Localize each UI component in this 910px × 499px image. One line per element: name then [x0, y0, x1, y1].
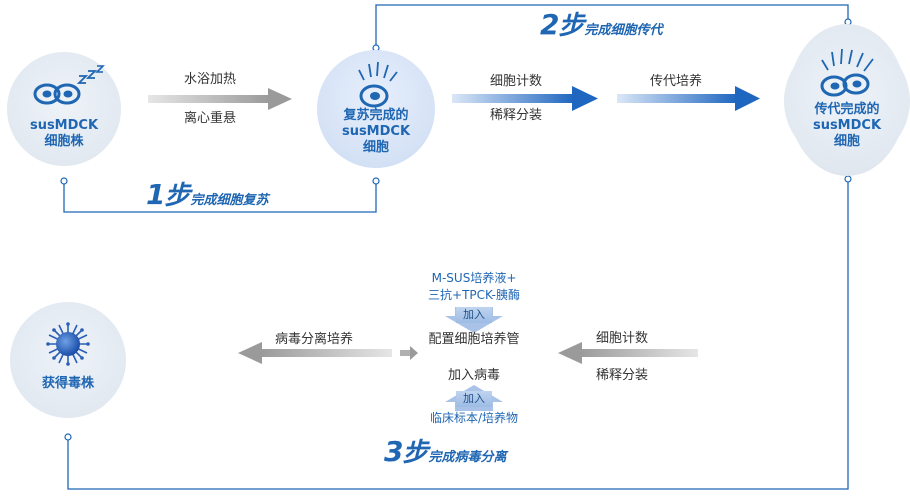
- arrow-3: [617, 86, 760, 111]
- revived-node-line3: 细胞: [362, 140, 389, 155]
- step3-caption: 完成病毒分离: [428, 450, 507, 465]
- culture-tube-label: 配置细胞培养管: [428, 332, 520, 347]
- step2-big: 步: [558, 11, 585, 41]
- virus-icon: [46, 322, 90, 366]
- step1-caption: 完成细胞复苏: [190, 193, 269, 208]
- active-cells-icon: [820, 48, 874, 97]
- add-badge-bottom: 加入: [456, 391, 492, 407]
- step1-bracket: [63, 181, 377, 213]
- start-node-line1: susMDCK: [29, 118, 99, 133]
- passaged-node-disc: 传代完成的 susMDCK 细胞: [784, 38, 910, 164]
- step1-dot-left: [60, 177, 68, 185]
- step2-title: 2步完成细胞传代: [540, 10, 663, 46]
- sample-label: 临床标本/培养物: [429, 411, 519, 425]
- step3-title: 3步完成病毒分离: [384, 437, 507, 473]
- waking-cell-icon: [358, 61, 398, 108]
- arrow2-bottom-label: 稀释分装: [489, 108, 543, 123]
- arrow4-bottom-label: 稀释分装: [595, 368, 649, 383]
- reagent-line2: 三抗+TPCK-胰酶: [428, 288, 520, 302]
- arrow-4: [558, 342, 698, 364]
- arrow2-top-label: 细胞计数: [489, 74, 543, 89]
- step3-dot-bottom: [64, 433, 72, 441]
- arrow-5: [238, 342, 392, 364]
- step2-number: 2: [540, 8, 560, 41]
- result-node-label: 获得毒株: [41, 376, 94, 391]
- passaged-node-line1: 传代完成的: [814, 102, 880, 117]
- start-node-line2: 细胞株: [44, 134, 84, 149]
- passaged-node-line3: 细胞: [833, 134, 860, 149]
- add-badge-top: 加入: [456, 307, 492, 323]
- step1-title: 1步完成细胞复苏: [146, 180, 269, 216]
- step3-number: 3: [384, 435, 404, 468]
- arrow-1: [148, 88, 292, 110]
- step1-big: 步: [164, 181, 191, 211]
- arrow1-top-label: 水浴加热: [183, 72, 237, 87]
- add-virus-label: 加入病毒: [447, 368, 501, 383]
- step3-big: 步: [402, 438, 429, 468]
- step2-caption: 完成细胞传代: [584, 23, 663, 38]
- sleeping-cell-icon: [33, 65, 105, 105]
- step3-dot-top: [844, 175, 852, 183]
- arrow1-bottom-label: 离心重悬: [183, 111, 237, 126]
- reagent-line1: M-SUS培养液+: [431, 271, 517, 285]
- arrow3-top-label: 传代培养: [649, 74, 703, 89]
- result-node: 获得毒株: [10, 302, 126, 418]
- start-node: susMDCK 细胞株: [7, 52, 121, 166]
- arrow4-top-label: 细胞计数: [595, 331, 649, 346]
- step1-dot-right: [372, 177, 380, 185]
- step1-number: 1: [146, 178, 166, 211]
- revived-node-line2: susMDCK: [341, 124, 411, 139]
- arrow-center: [400, 346, 418, 360]
- revived-node: 复苏完成的 susMDCK 细胞: [317, 50, 435, 168]
- arrow-2: [452, 86, 598, 111]
- arrow5-top-label: 病毒分离培养: [274, 332, 354, 347]
- passaged-node-line2: susMDCK: [812, 118, 882, 133]
- step2-bracket: [375, 4, 849, 48]
- step3-loop: [67, 179, 849, 490]
- revived-node-line1: 复苏完成的: [343, 108, 409, 123]
